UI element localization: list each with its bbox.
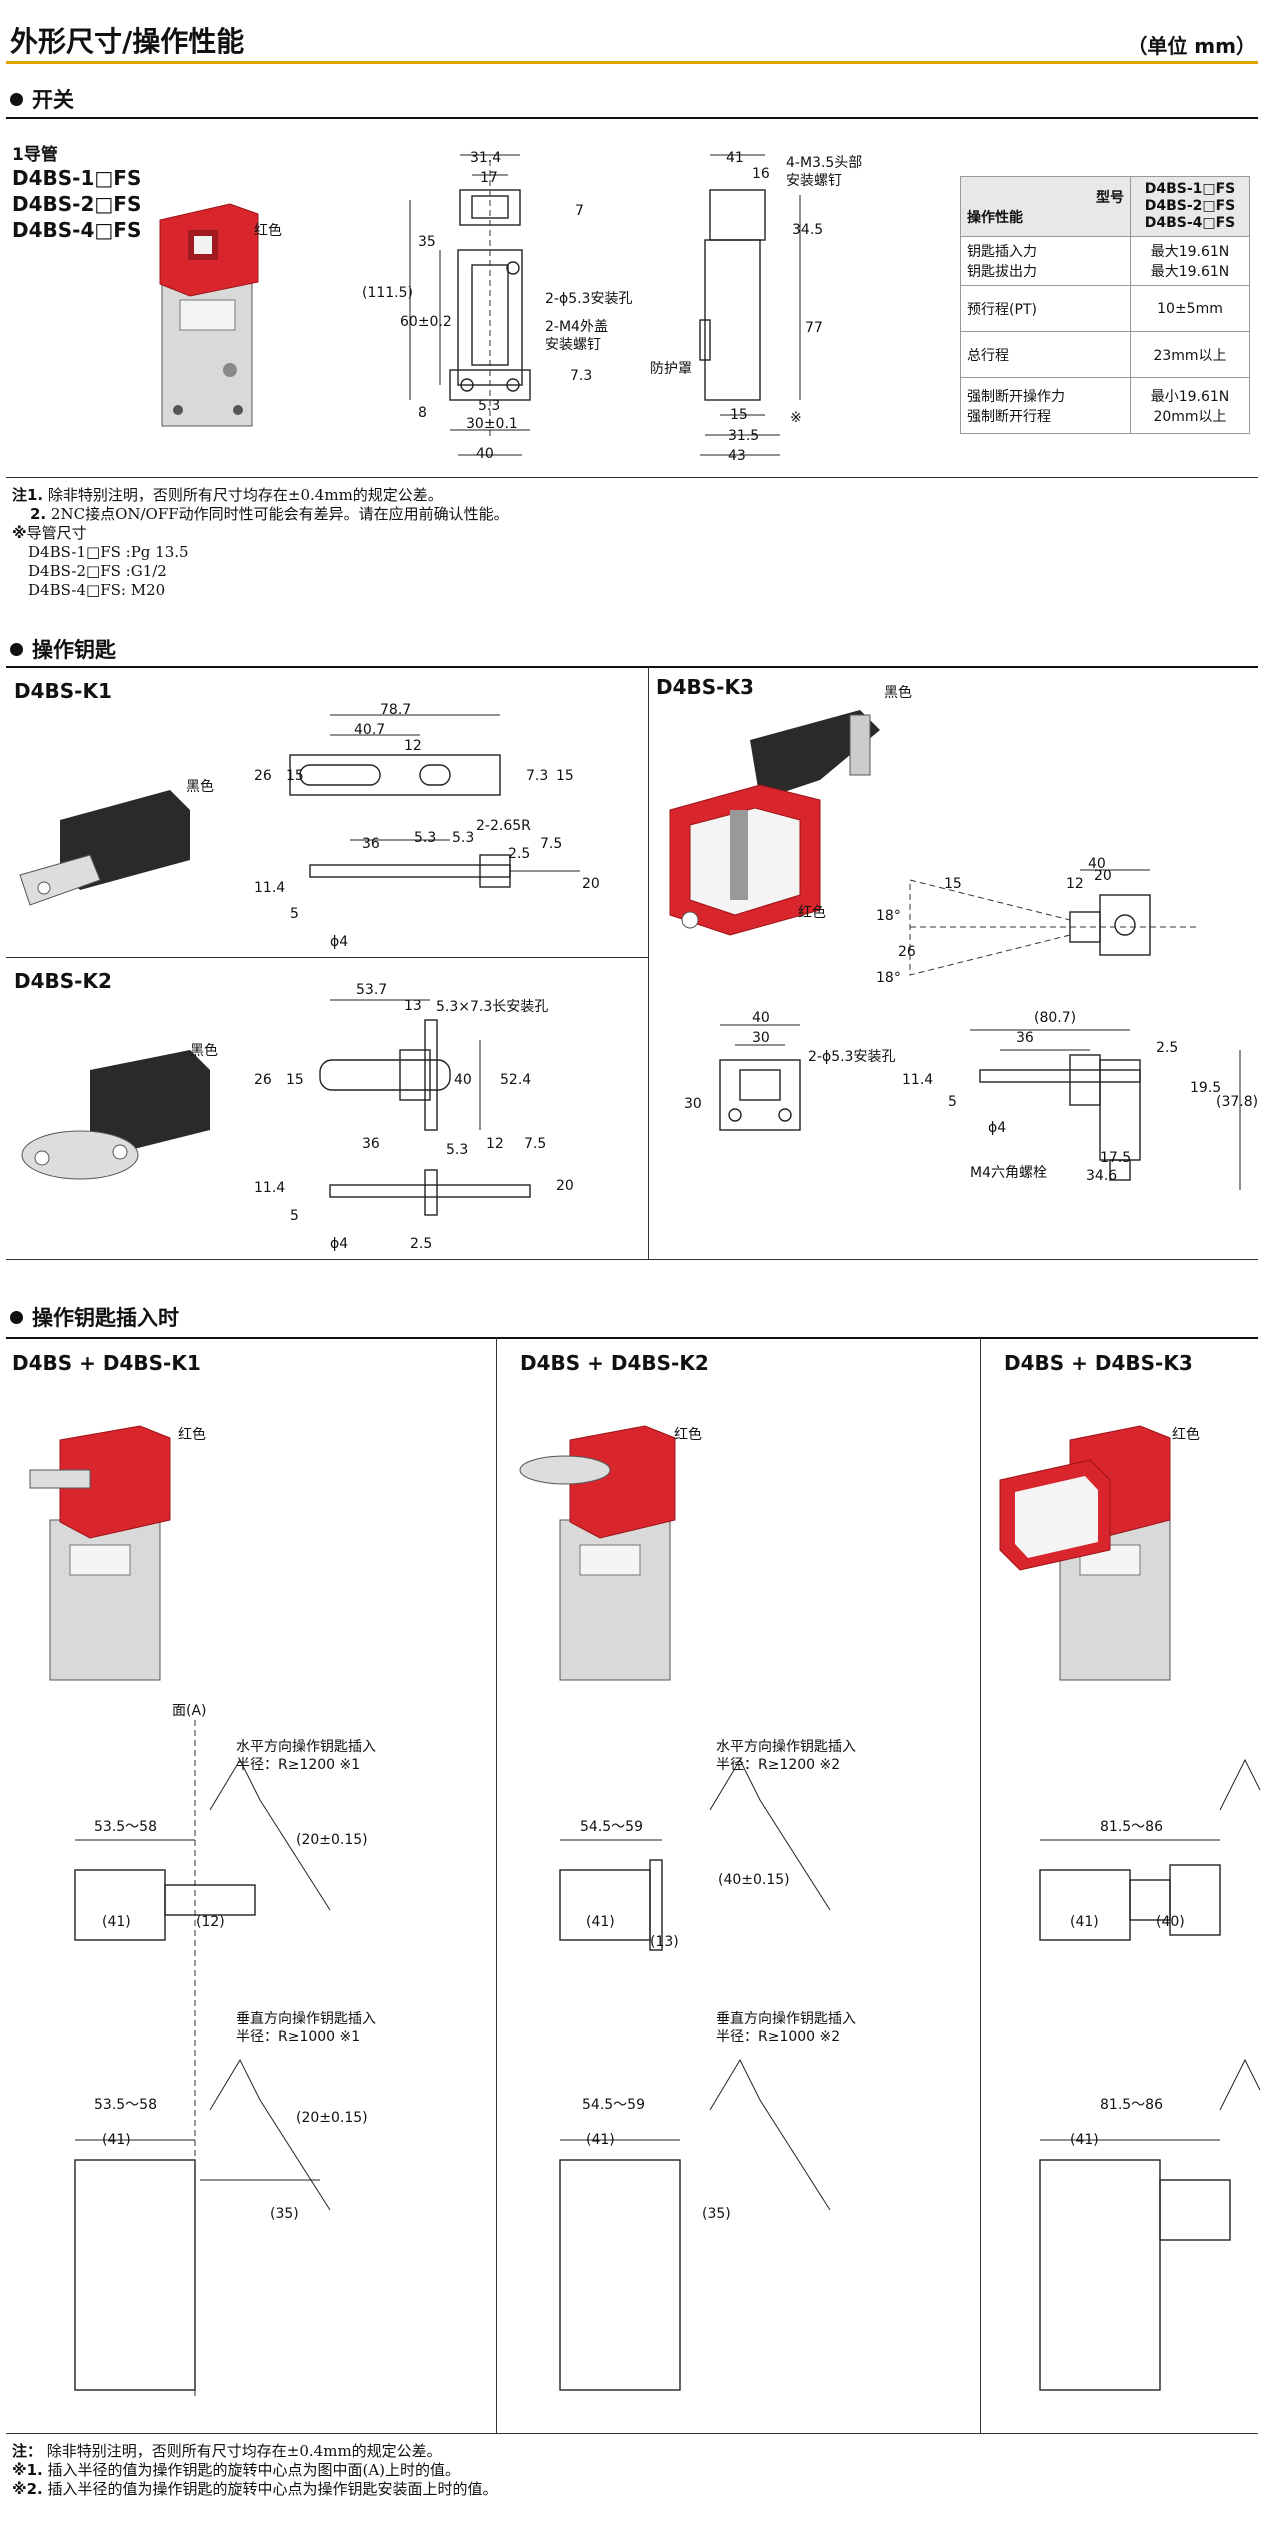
bullet-icon: [10, 1311, 23, 1324]
combo-k3-drawing: [1039, 1758, 1261, 2391]
divider: [6, 1259, 1258, 1260]
combo-k1-drawing: [74, 1720, 331, 2400]
k2-drawing: [319, 999, 531, 1216]
k3-side-drawing: [970, 1029, 1241, 1190]
k2-photo: [21, 1050, 210, 1180]
k3-title: D4BS-K3: [656, 675, 754, 699]
divider: [980, 1338, 981, 2433]
inserted-notes: 注： 除非特别注明，否则所有尺寸均存在±0.4mm的规定公差。 ※1. 插入半径…: [12, 2442, 498, 2498]
combo-k2-title: D4BS + D4BS-K2: [520, 1351, 709, 1375]
divider: [496, 1338, 497, 2433]
table-row: 总行程 23mm以上: [960, 331, 1250, 378]
k1-title: D4BS-K1: [14, 679, 112, 703]
section-rule: [6, 666, 1258, 668]
divider: [6, 957, 648, 958]
section-rule: [6, 1337, 1258, 1339]
switch-notes: 注1. 除非特别注明，否则所有尺寸均存在±0.4mm的规定公差。 2. 2NC接…: [12, 486, 509, 599]
k1-photo: [19, 790, 190, 906]
k3-front-drawing: [719, 1024, 801, 1131]
section-keys-heading: 操作钥匙: [10, 634, 116, 664]
combo-k2-photo: [519, 1425, 676, 1681]
model-list: D4BS-1□FS D4BS-2□FS D4BS-4□FS: [12, 166, 142, 242]
combo-k3-photo: [999, 1425, 1171, 1681]
switch-photo: [159, 203, 259, 427]
k3-top-drawing: [909, 869, 1200, 976]
divider: [648, 667, 649, 1259]
front-view-drawing: [409, 154, 531, 456]
red-label: 红色: [254, 223, 282, 239]
conduit-label: 1导管: [12, 145, 58, 165]
performance-table: 型号 操作性能 D4BS-1□FS D4BS-2□FS D4BS-4□FS 钥匙…: [960, 176, 1250, 434]
divider: [6, 2433, 1258, 2434]
k2-title: D4BS-K2: [14, 969, 112, 993]
bullet-icon: [10, 93, 23, 106]
page-title: 外形尺寸/操作性能: [10, 25, 245, 58]
unit-label: （单位 mm）: [1127, 34, 1256, 58]
bullet-icon: [10, 643, 23, 656]
combo-k3-title: D4BS + D4BS-K3: [1004, 1351, 1193, 1375]
section-rule: [6, 117, 1258, 119]
header-rule: [6, 61, 1258, 64]
table-row: 预行程(PT) 10±5mm: [960, 285, 1250, 332]
k1-drawing: [289, 714, 580, 888]
divider: [6, 477, 1258, 478]
section-inserted-heading: 操作钥匙插入时: [10, 1302, 179, 1332]
combo-k2-drawing: [559, 1758, 831, 2391]
combo-k1-title: D4BS + D4BS-K1: [12, 1351, 201, 1375]
side-view-drawing: [699, 154, 801, 456]
k3-photo: [669, 710, 880, 936]
section-switch-heading: 开关: [10, 84, 74, 114]
combo-k1-photo: [29, 1425, 171, 1681]
